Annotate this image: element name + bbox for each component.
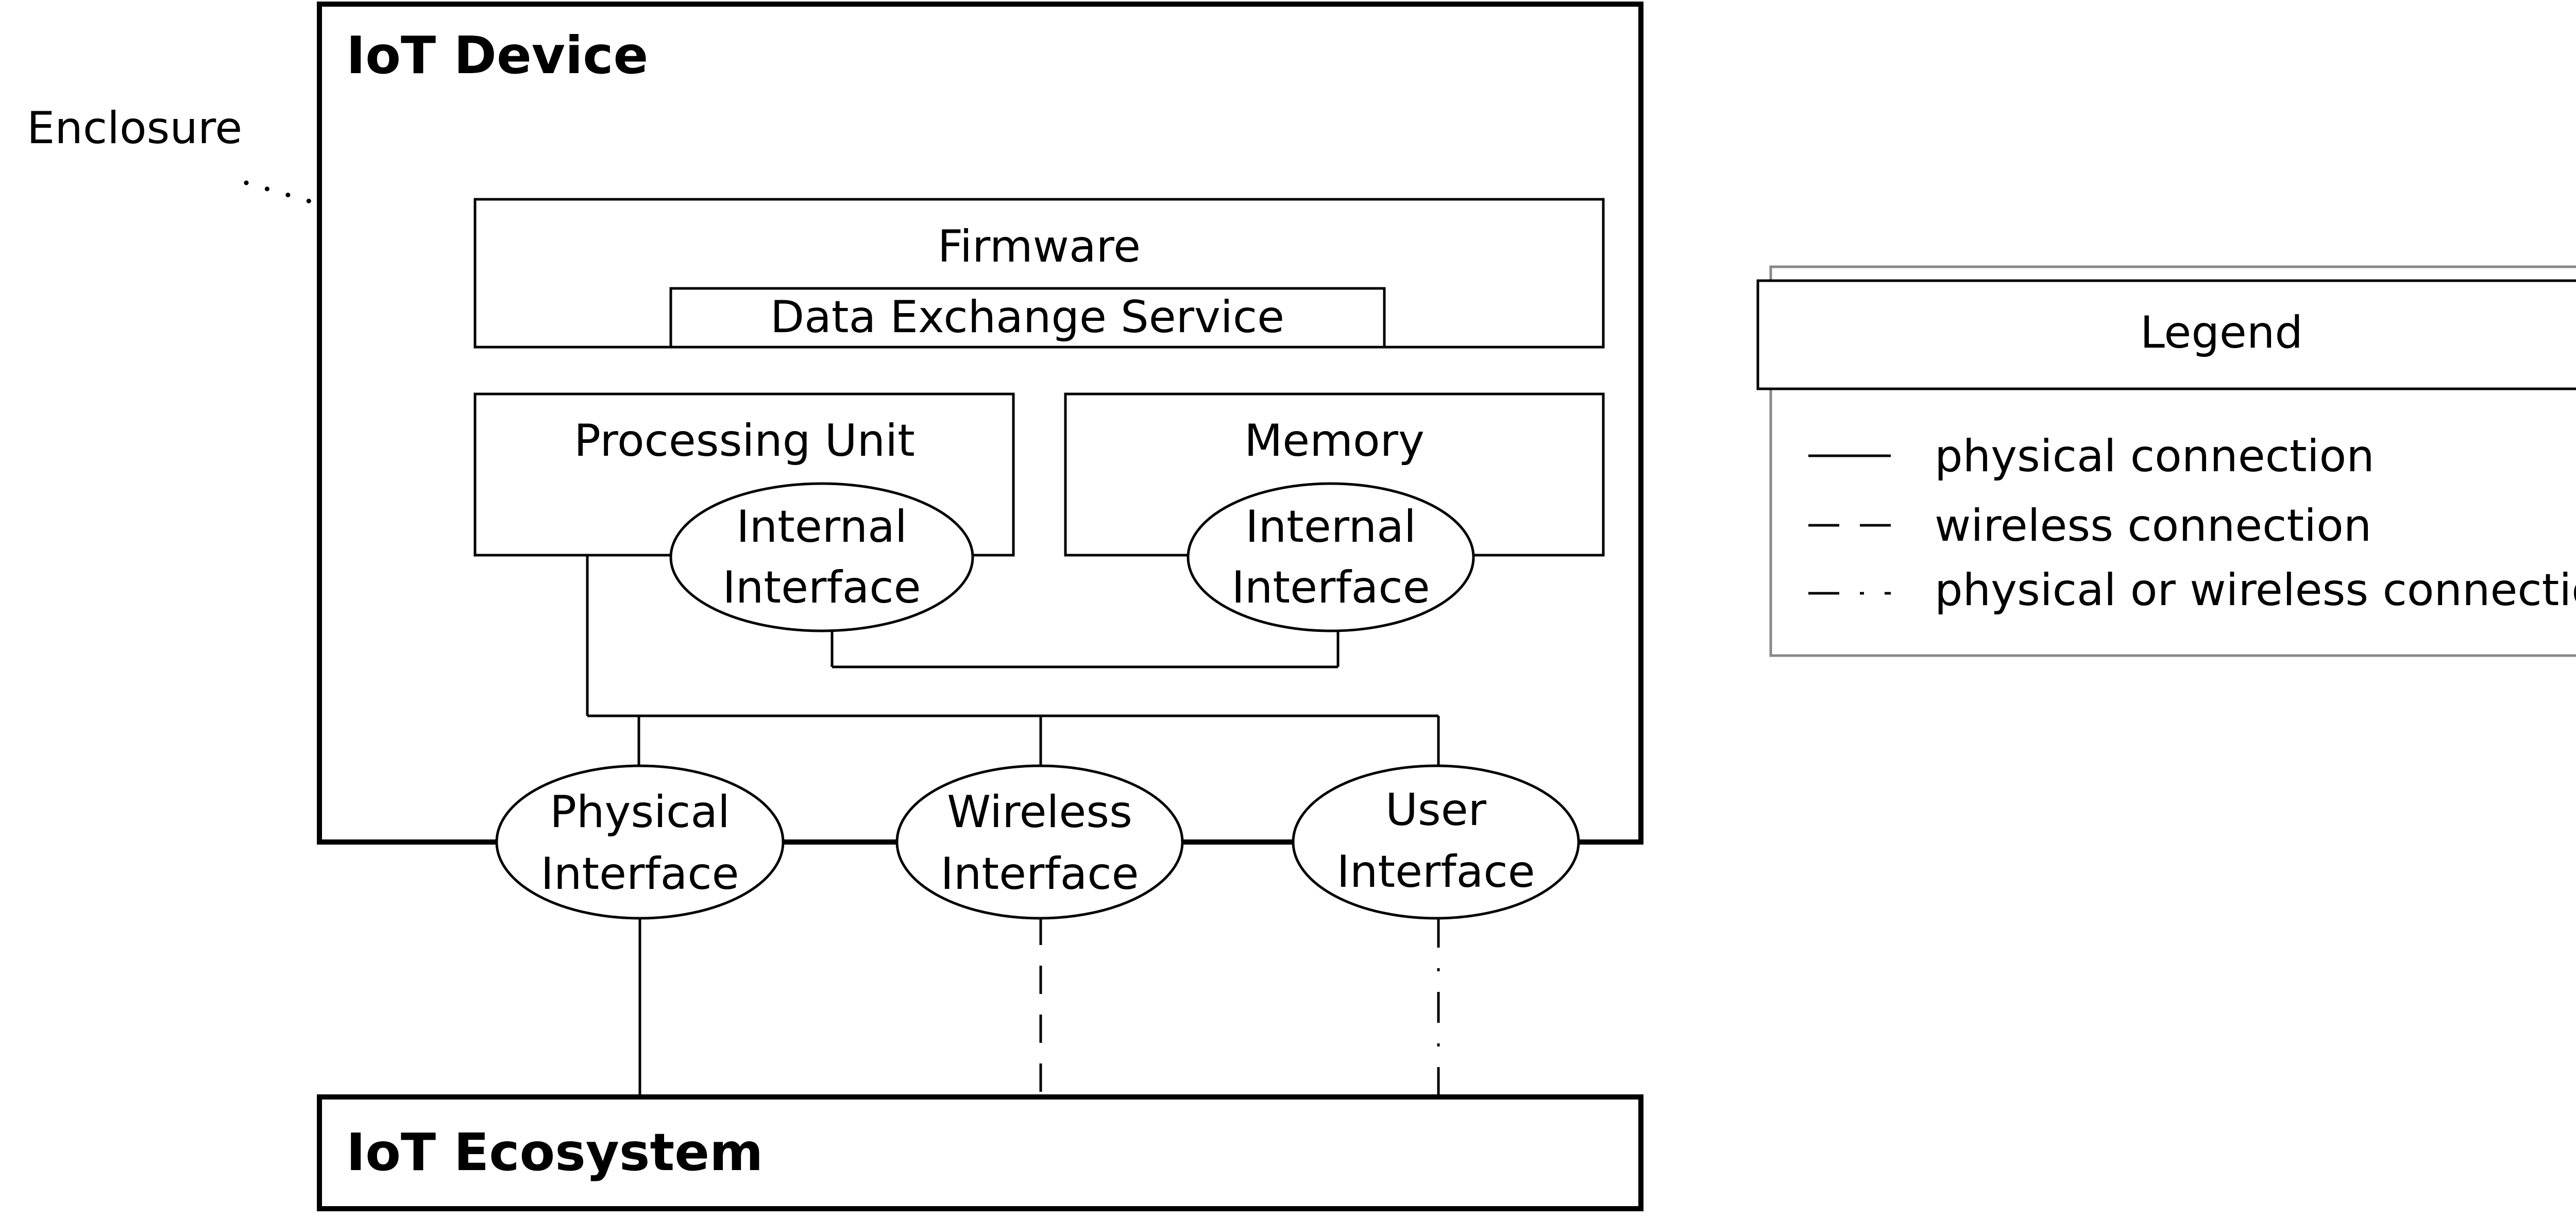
processing-unit-internal-interface	[669, 482, 974, 632]
memory-internal-interface	[1187, 482, 1475, 632]
firmware-label: Firmware	[938, 221, 1141, 272]
processing-unit-label: Processing Unit	[574, 415, 915, 467]
memory-label: Memory	[1244, 415, 1425, 467]
physical-interface-line1: Physical	[550, 786, 730, 838]
enclosure-label: Enclosure	[27, 102, 242, 154]
physical-interface-line2: Interface	[540, 848, 739, 900]
physical-interface	[495, 764, 785, 920]
wireless-interface-line2: Interface	[940, 848, 1139, 900]
ecosystem-box	[317, 1094, 1643, 1211]
user-interface-line2: Interface	[1336, 846, 1535, 898]
data-exchange-service-box	[669, 287, 1386, 349]
legend: Legend physical connection wireless conn…	[1756, 265, 2576, 657]
user-interface-line1: User	[1385, 784, 1487, 836]
legend-title: Legend	[2140, 307, 2303, 358]
processing-unit-interface-line2: Interface	[722, 562, 921, 613]
legend-item-physical-or-wireless: physical or wireless connection	[1935, 564, 2576, 616]
wireless-interface-line1: Wireless	[947, 786, 1132, 838]
legend-item-wireless: wireless connection	[1935, 500, 2371, 552]
user-interface	[1292, 764, 1580, 920]
device-title: IoT Device	[346, 25, 648, 85]
memory-interface-line1: Internal	[1245, 501, 1416, 553]
data-exchange-service-label: Data Exchange Service	[770, 291, 1284, 343]
legend-item-physical: physical connection	[1935, 431, 2375, 482]
memory-interface-line2: Interface	[1231, 562, 1430, 613]
enclosure-pointer	[244, 180, 314, 204]
wireless-interface	[895, 764, 1184, 920]
internal-bus	[586, 555, 1440, 767]
ecosystem-title: IoT Ecosystem	[346, 1122, 763, 1182]
legend-header-box	[1756, 279, 2576, 390]
processing-unit-interface-line1: Internal	[736, 501, 907, 553]
